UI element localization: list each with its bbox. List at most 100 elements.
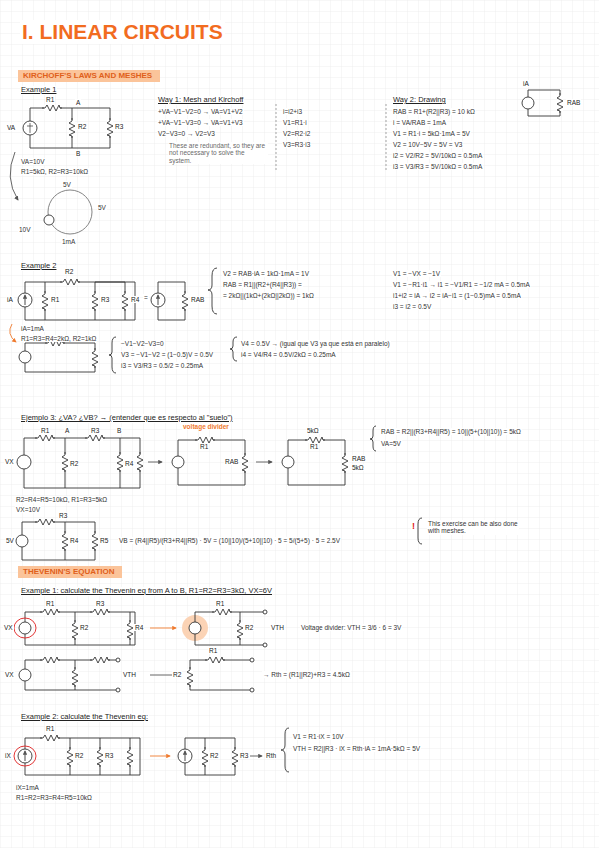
- component-label: R5: [99, 537, 109, 544]
- schematic-wire: [230, 337, 237, 361]
- note-text: i4 = V4/R4 = 0.5V/2kΩ = 0.25mA: [240, 351, 337, 358]
- schematic-wire: [263, 610, 267, 614]
- resistor-symbol: [90, 609, 110, 615]
- resistor-symbol: [35, 93, 563, 767]
- schematic-wire: [148, 462, 162, 463]
- note-text: iA=1mA: [20, 325, 45, 332]
- note-text: V1=R1·i: [282, 119, 308, 126]
- component-label: VX: [3, 624, 14, 631]
- note-text: V4 = 0.5V → (igual que V3 ya que está en…: [240, 340, 391, 347]
- resistor-symbol: [205, 657, 225, 663]
- note-text: V1 = −VX = −1V: [392, 270, 441, 277]
- schematic-wire: [18, 749, 32, 763]
- schematic-wire: [25, 738, 140, 775]
- schematic-wire: [19, 351, 31, 363]
- component-label: R3: [90, 427, 100, 434]
- schematic-wire: [150, 756, 170, 757]
- note-text: −V1−V2−V3=0: [120, 340, 165, 347]
- note-text: VX=10V: [15, 506, 41, 513]
- schematic-wire: [190, 660, 250, 690]
- heading-text: THEVENIN'S EQUATION: [23, 567, 117, 576]
- note-text: =: [143, 294, 149, 301]
- schematic-wire: [158, 295, 159, 305]
- component-label: RAB: [190, 296, 205, 303]
- note-text: V1 = R1·iX = 10V: [292, 733, 345, 740]
- example-heading: Example 2: [20, 262, 57, 271]
- note-text: !: [411, 521, 416, 531]
- schematic-wire: [151, 293, 165, 307]
- component-label: VA: [6, 124, 16, 131]
- resistor-symbol: [237, 620, 243, 640]
- schematic-wire: [25, 660, 116, 690]
- component-label: 5kΩ: [306, 427, 320, 434]
- schematic-wire: [522, 97, 534, 109]
- resistor-symbol: [557, 93, 563, 113]
- component-label: VTH: [122, 671, 137, 678]
- schematic-wire: [18, 293, 32, 307]
- schematic-wire: [281, 728, 289, 772]
- note-text: VA=5V: [380, 440, 402, 447]
- component-label: A: [64, 427, 70, 434]
- component-label: 5V: [5, 537, 15, 544]
- schematic-wire: [370, 426, 376, 451]
- note-text: These are redundant, so they are not nec…: [168, 142, 268, 164]
- schematic-wire: [25, 343, 95, 372]
- component-label: 5kΩ: [351, 464, 365, 471]
- component-label: R2: [244, 624, 254, 631]
- schematic-wire: [288, 440, 345, 485]
- section-heading-band: KIRCHOFF'S LAWS AND MESHES: [18, 70, 160, 82]
- note-text: V2=R2·i2: [282, 130, 311, 137]
- note-text: RAB = R1+(R2||R3) = 10 kΩ: [392, 108, 476, 115]
- note-text: V3 = −V1−V2 = (1−0.5)V = 0.5V: [120, 351, 214, 358]
- component-label: VX: [4, 671, 15, 678]
- resistor-symbol: [72, 620, 78, 640]
- resistor-symbol: [127, 747, 133, 767]
- note-text: V2−V3=0 → V2=V3: [157, 130, 216, 137]
- resistor-symbol: [117, 452, 123, 472]
- note-text: R2=R4=R5=10kΩ, R1=R3=5kΩ: [15, 496, 108, 503]
- note-text: = 2kΩ||(1kΩ+(2kΩ||2kΩ)) = 1kΩ: [222, 292, 315, 299]
- schematic-wire: [195, 612, 265, 645]
- component-label: R1: [199, 443, 209, 450]
- note-text: R1=R2=R3=R4=R5=10kΩ: [15, 794, 93, 801]
- section-heading-band: THEVENIN'S EQUATION: [18, 566, 122, 578]
- component-label: R2: [77, 123, 87, 130]
- resistor-symbol: [92, 531, 98, 551]
- note-text: i = VA/RAB = 1mA: [392, 119, 447, 126]
- schematic-wire: [10, 324, 16, 342]
- component-label: R3: [95, 600, 105, 607]
- component-label: R1: [45, 96, 55, 103]
- component-label: iX: [4, 752, 12, 759]
- component-label: R2: [79, 624, 89, 631]
- note-text: R1=R3=R4=2kΩ, R2=1kΩ: [20, 335, 97, 342]
- resistor-symbol: [342, 453, 348, 473]
- component-label: Rth: [265, 752, 277, 759]
- component-label: A: [75, 99, 81, 106]
- schematic-wire: [418, 518, 422, 544]
- schematic-wire: [14, 618, 36, 638]
- resistor-symbol: [69, 118, 75, 138]
- resistor-symbol: [242, 453, 248, 473]
- note-text: iX=1mA: [15, 784, 40, 791]
- resistor-symbol: [72, 667, 78, 687]
- component-label: R3: [239, 752, 249, 759]
- note-text: Voltage divider: VTH = 3/6 · 6 = 3V: [300, 624, 402, 631]
- note-text: 10V: [18, 226, 32, 233]
- note-text: 5V: [97, 204, 107, 211]
- resistor-symbol: [212, 609, 232, 615]
- schematic-wire: [10, 152, 18, 200]
- page-title: I. LINEAR CIRCUITS: [20, 20, 225, 44]
- schematic-wire: [27, 123, 33, 133]
- component-label: iA: [522, 80, 530, 87]
- note-text: i3 = V3/R3 = 0.5/2 = 0.25mA: [120, 362, 204, 369]
- note-text: VB = (R4||R5)/(R3+R4||R5) · 5V = (10||10…: [118, 537, 341, 544]
- resistor-symbol: [42, 105, 62, 111]
- component-label: R2: [172, 671, 182, 678]
- component-label: R1: [309, 443, 319, 450]
- note-text: +VA−V1−V3=0 → VA=V1+V3: [157, 119, 244, 126]
- schematic-wire: [116, 688, 120, 692]
- resistor-symbol: [202, 747, 208, 767]
- note-text: voltage divider: [182, 423, 230, 430]
- component-label: R3: [100, 296, 110, 303]
